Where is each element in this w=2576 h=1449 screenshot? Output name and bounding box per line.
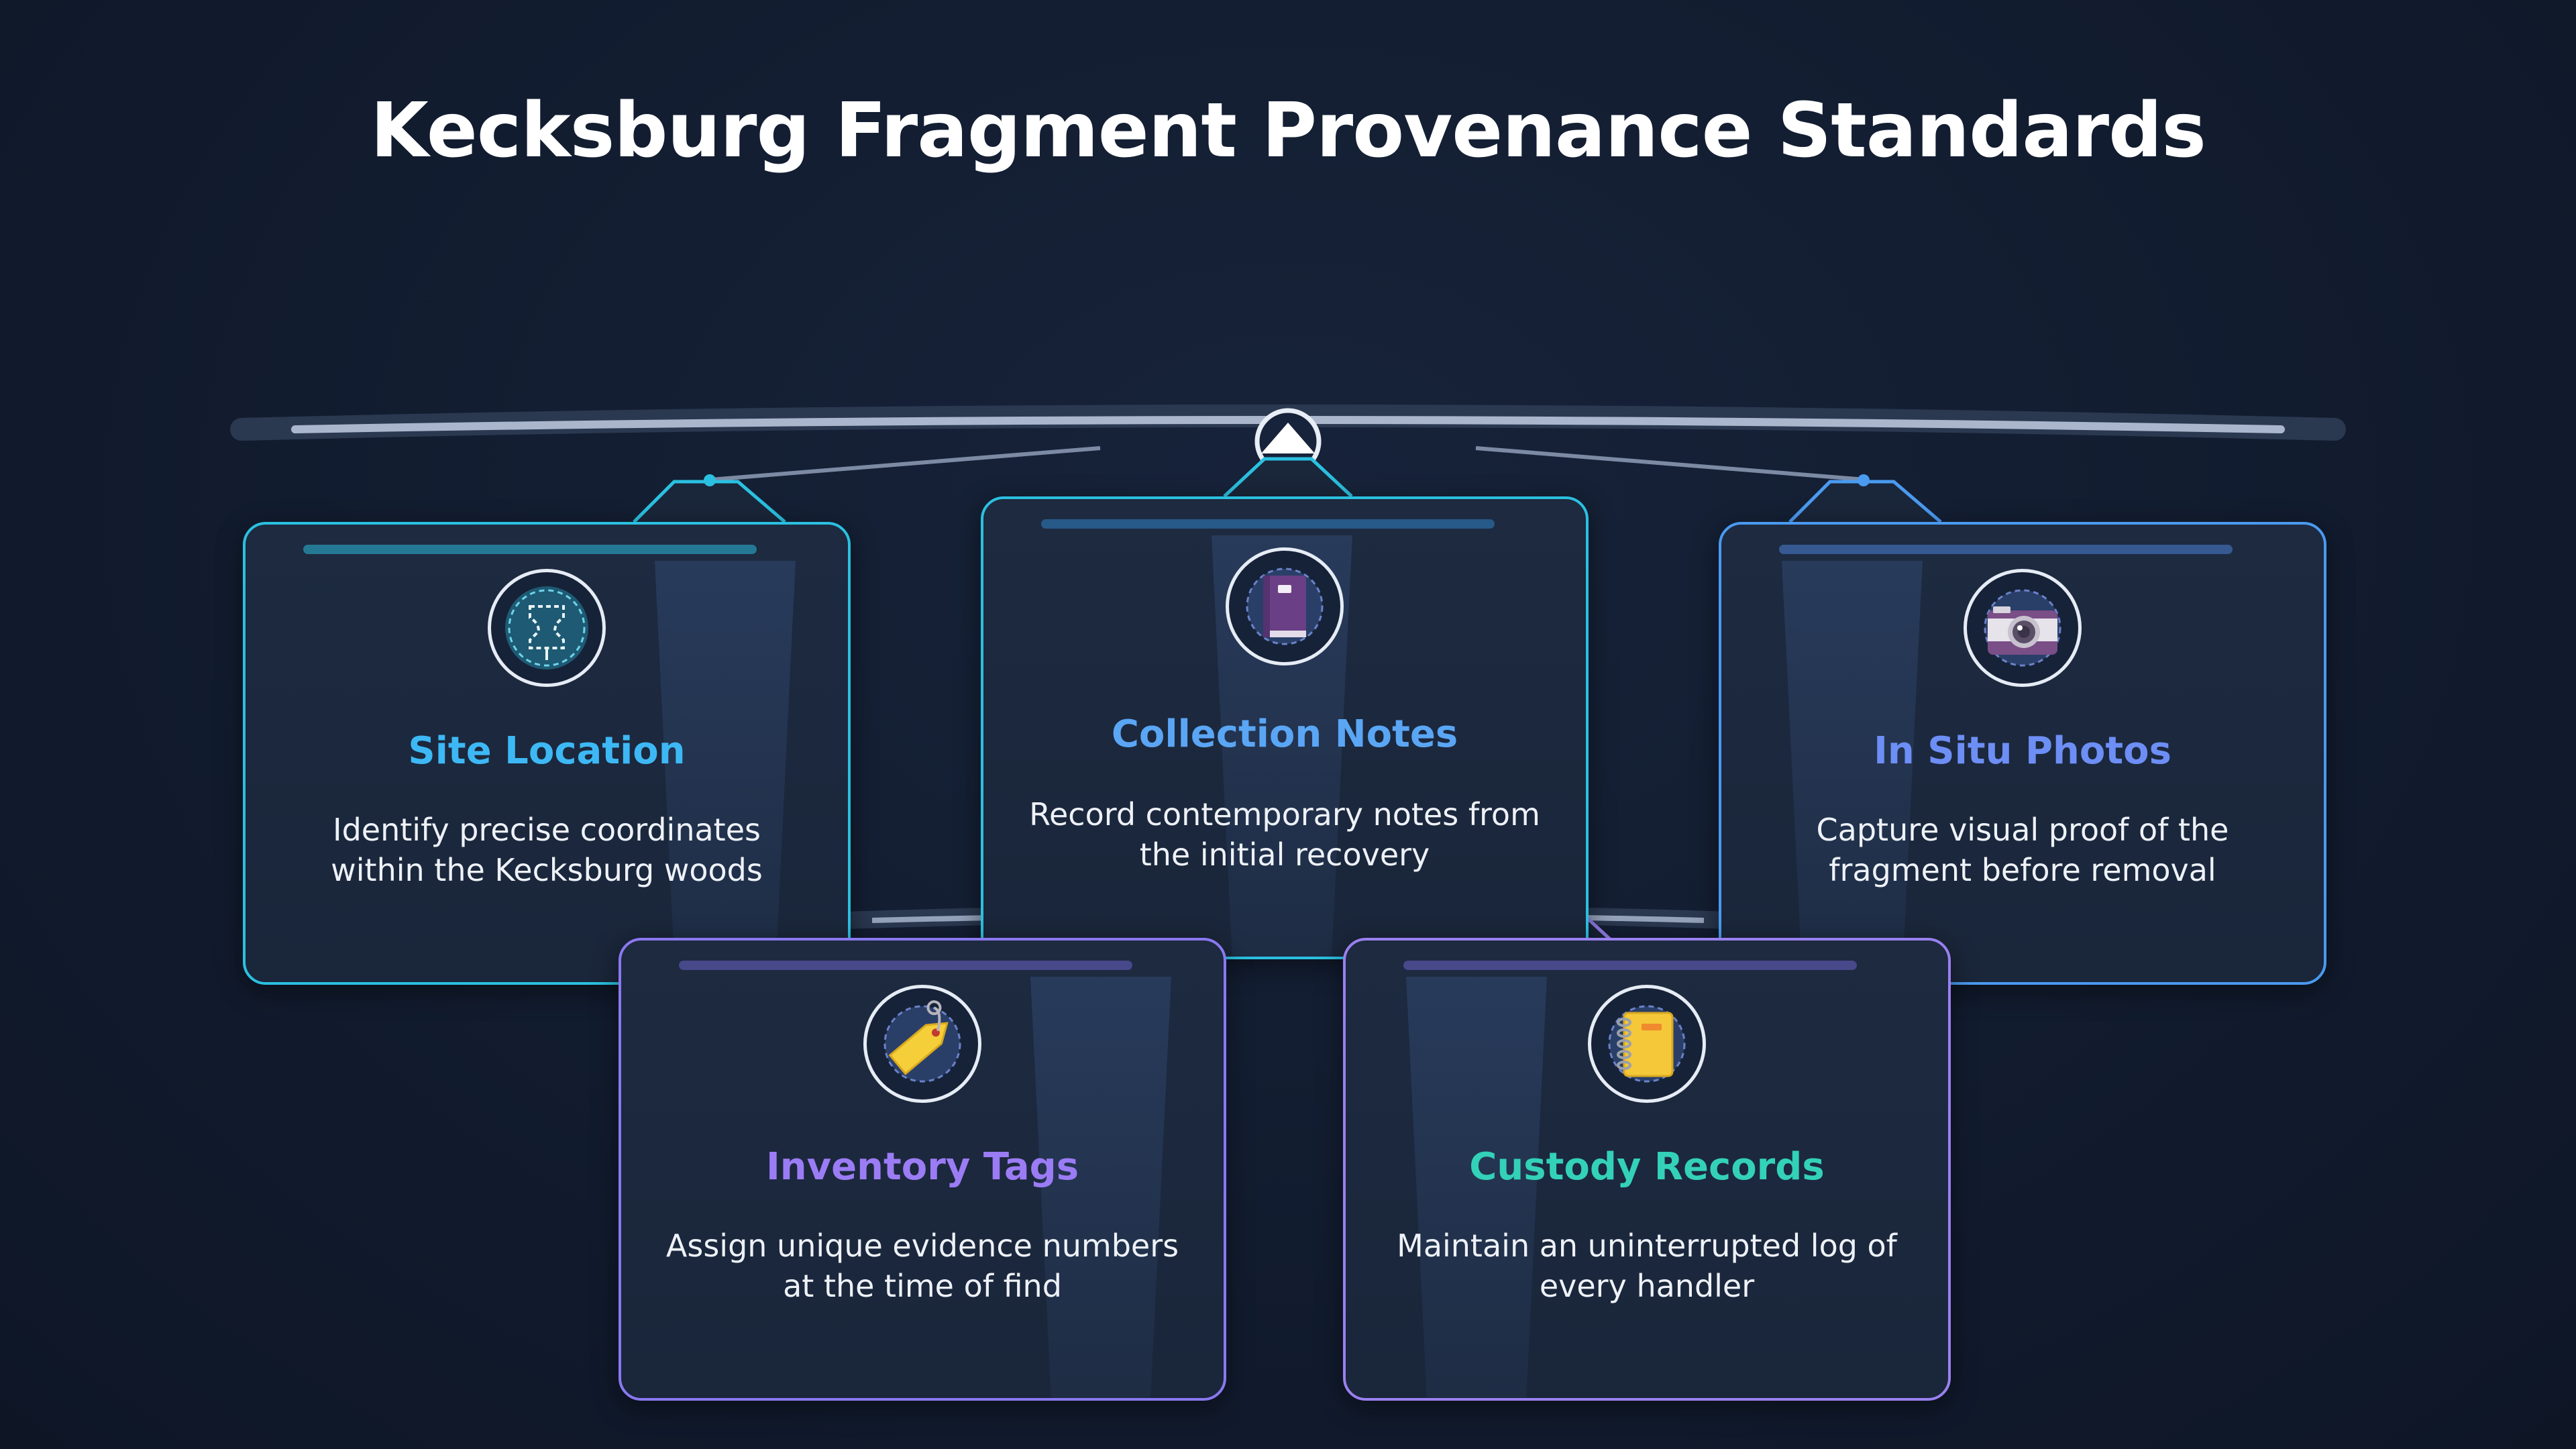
card-description: Identify precise coordinates within the …	[331, 812, 763, 888]
card-accent-bar	[1041, 519, 1495, 529]
card-title: Inventory Tags	[765, 1145, 1079, 1189]
card-description: Maintain an uninterrupted log of every h…	[1397, 1228, 1897, 1304]
card-description: Assign unique evidence numbers at the ti…	[665, 1228, 1179, 1304]
notebook-icon	[1226, 547, 1344, 665]
light-beam	[1406, 977, 1547, 1398]
card-description: Capture visual proof of the fragment bef…	[1816, 812, 2229, 888]
card-title: In Situ Photos	[1874, 729, 2171, 773]
card-accent-bar	[303, 545, 757, 554]
card-accent-bar	[1403, 961, 1857, 970]
card-title: Site Location	[408, 729, 686, 773]
card-title: Custody Records	[1469, 1145, 1825, 1189]
card-collection-notes: Collection Notes Record contemporary not…	[981, 496, 1589, 959]
card-description: Record contemporary notes from the initi…	[1029, 796, 1540, 873]
tag-icon	[863, 985, 981, 1103]
card-inventory-tags: Inventory Tags Assign unique evidence nu…	[619, 938, 1226, 1401]
page-title: Kecksburg Fragment Provenance Standards	[370, 87, 2206, 174]
spiral-notebook-icon	[1588, 985, 1706, 1103]
card-accent-bar	[1779, 545, 2233, 554]
card-accent-bar	[679, 961, 1132, 970]
light-beam	[1782, 561, 1923, 982]
camera-icon	[1964, 569, 2082, 687]
map-pin-icon	[488, 569, 606, 687]
card-custody-records: Custody Records Maintain an uninterrupte…	[1343, 938, 1951, 1401]
card-in-situ-photos: In Situ Photos Capture visual proof of t…	[1719, 522, 2326, 985]
card-site-location: Site Location Identify precise coordinat…	[243, 522, 851, 985]
light-beam	[1030, 977, 1171, 1398]
card-title: Collection Notes	[1111, 712, 1458, 756]
light-beam	[655, 561, 796, 982]
